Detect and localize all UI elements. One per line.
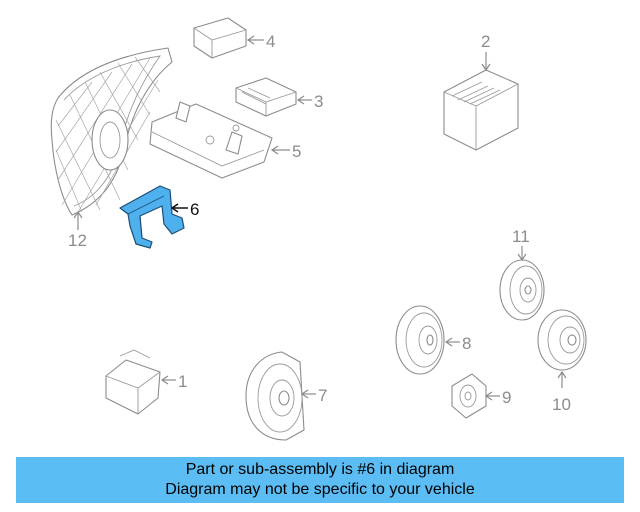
part-12-speaker-grille: [50, 47, 173, 216]
part-4-module: [193, 17, 247, 59]
svg-text:4: 4: [266, 32, 275, 51]
svg-text:5: 5: [292, 142, 301, 161]
svg-text:10: 10: [552, 395, 571, 414]
part-3-control-module: [235, 77, 297, 117]
callout-12: 12: [68, 210, 87, 250]
callout-11: 11: [512, 227, 530, 262]
part-8-speaker: [395, 305, 445, 375]
banner-line-1: Part or sub-assembly is #6 in diagram: [185, 461, 455, 478]
svg-text:1: 1: [178, 372, 187, 391]
svg-text:8: 8: [462, 334, 471, 353]
callout-10: 10: [552, 370, 571, 414]
callout-5: 5: [270, 142, 301, 161]
part-10-speaker: [537, 309, 587, 371]
svg-text:9: 9: [502, 388, 511, 407]
callout-8: 8: [444, 334, 471, 353]
part-11-speaker: [499, 259, 545, 321]
part-info-banner: Part or sub-assembly is #6 in diagram Di…: [16, 457, 624, 503]
callout-1: 1: [160, 372, 187, 391]
callout-6: 6: [170, 200, 199, 219]
part-2-control-unit: [443, 69, 519, 151]
svg-text:6: 6: [190, 200, 199, 219]
callout-2: 2: [481, 32, 491, 72]
part-6-bracket-highlighted: [119, 185, 185, 249]
part-9-tweeter: [451, 373, 487, 419]
callout-3: 3: [296, 92, 323, 111]
svg-text:11: 11: [512, 227, 530, 246]
callout-4: 4: [246, 32, 275, 51]
callout-7: 7: [300, 386, 327, 405]
callout-9: 9: [484, 388, 511, 407]
svg-text:2: 2: [481, 32, 490, 51]
svg-text:3: 3: [314, 92, 323, 111]
parts-diagram: 12 4 3 5 2: [50, 17, 587, 441]
svg-text:7: 7: [318, 386, 327, 405]
part-1-amplifier: [105, 349, 161, 415]
banner-line-2: Diagram may not be specific to your vehi…: [165, 481, 475, 498]
svg-text:12: 12: [68, 231, 87, 250]
part-7-speaker: [245, 351, 305, 441]
part-5-mounting-tray: [149, 101, 273, 179]
